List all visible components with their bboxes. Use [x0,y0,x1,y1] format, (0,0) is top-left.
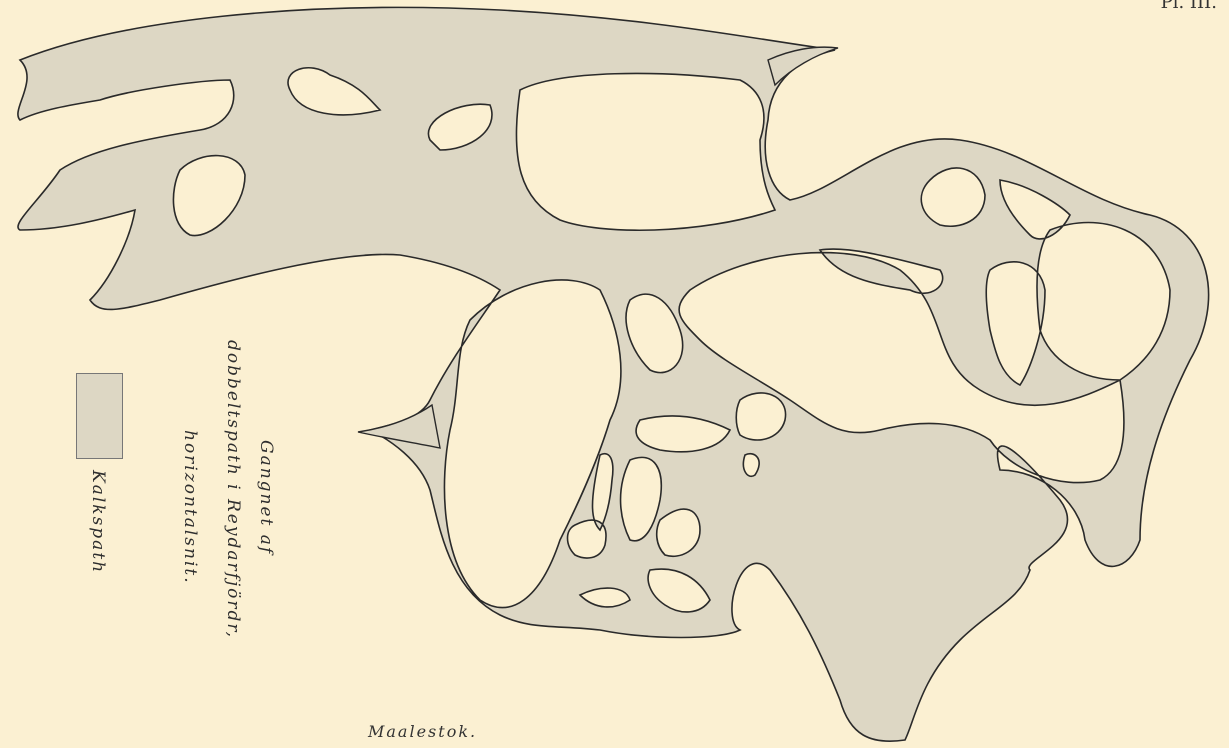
plate-number: Pl. III. [1161,0,1217,13]
title-line-1: Gangnet af [256,440,276,555]
title-line-2: dobbeltspath i Reydarfjördr, [223,340,243,639]
legend-swatch-calcite [76,373,123,459]
scale-label: Maalestok. [368,722,477,741]
title-line-3: horizontalsnit. [180,430,200,585]
legend-label: Kalkspath [88,470,108,574]
calcite-vein-network [18,7,1209,741]
